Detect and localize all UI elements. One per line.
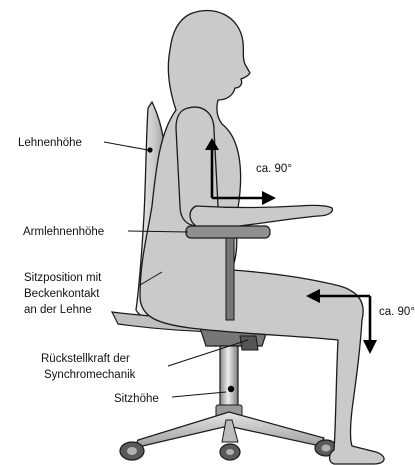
- person-forearm: [190, 205, 332, 228]
- chair-mechanism-knob: [240, 336, 258, 350]
- leader-lehnenhoehe: [104, 142, 148, 150]
- sitzhoehe-marker: [228, 386, 234, 392]
- label-rueckstellkraft-line2: Synchromechanik: [44, 369, 136, 381]
- label-sitzhoehe: Sitzhöhe: [114, 393, 159, 405]
- label-lehnenhoehe: Lehnenhöhe: [18, 137, 82, 149]
- label-angle-knee: ca. 90°: [379, 306, 415, 318]
- label-sitzposition-line2: Beckenkontakt: [24, 288, 100, 300]
- leader-sitzhoehe: [172, 392, 226, 397]
- label-armlehnenhoehe: Armlehnenhöhe: [23, 226, 104, 238]
- lehnenhoehe-marker: [147, 147, 152, 152]
- label-sitzposition-line1: Sitzposition mit: [24, 272, 102, 284]
- label-sitzposition-line3: an der Lehne: [24, 304, 92, 316]
- label-angle-arm: ca. 90°: [256, 163, 292, 175]
- label-rueckstellkraft-line1: Rückstellkraft der: [41, 353, 130, 365]
